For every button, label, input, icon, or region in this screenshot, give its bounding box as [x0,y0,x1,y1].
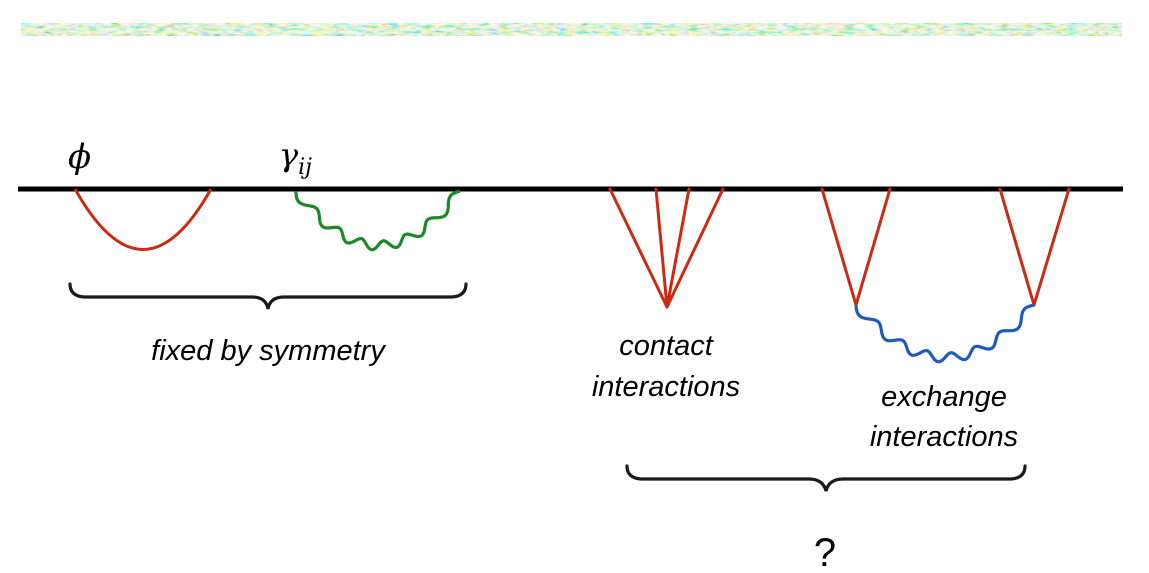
graviton-propagator [294,189,461,252]
contact-leg-2 [654,187,669,309]
interactions-brace [625,464,1027,492]
exchange-label-line2: interactions [870,421,1018,453]
cmb-map-strip [21,23,1122,36]
exchange-label-line1: exchange [881,381,1007,413]
question-mark: ? [814,531,836,573]
exchange-leg-3 [998,187,1036,307]
contact-interaction-diagram [608,187,725,309]
exchange-leg-1 [820,187,858,307]
contact-leg-3 [665,187,691,309]
gamma-subscript: ij [298,155,312,180]
gamma-symbol: γ [279,136,299,174]
contact-label-line2: interactions [592,371,740,403]
gamma-label: γij [279,136,312,180]
contact-leg-1 [608,187,669,309]
exchange-propagator [854,303,1035,364]
exchange-leg-2 [854,187,892,307]
exchange-interaction-diagram [820,187,1071,307]
scalar-propagator [73,188,213,251]
fixed-by-symmetry-brace [68,282,468,310]
exchange-leg-4 [1032,187,1071,307]
contact-leg-4 [665,187,725,309]
fixed-by-symmetry-label: fixed by symmetry [151,335,386,367]
phi-label: ϕ [68,137,91,177]
contact-label-line1: contact [619,330,714,362]
